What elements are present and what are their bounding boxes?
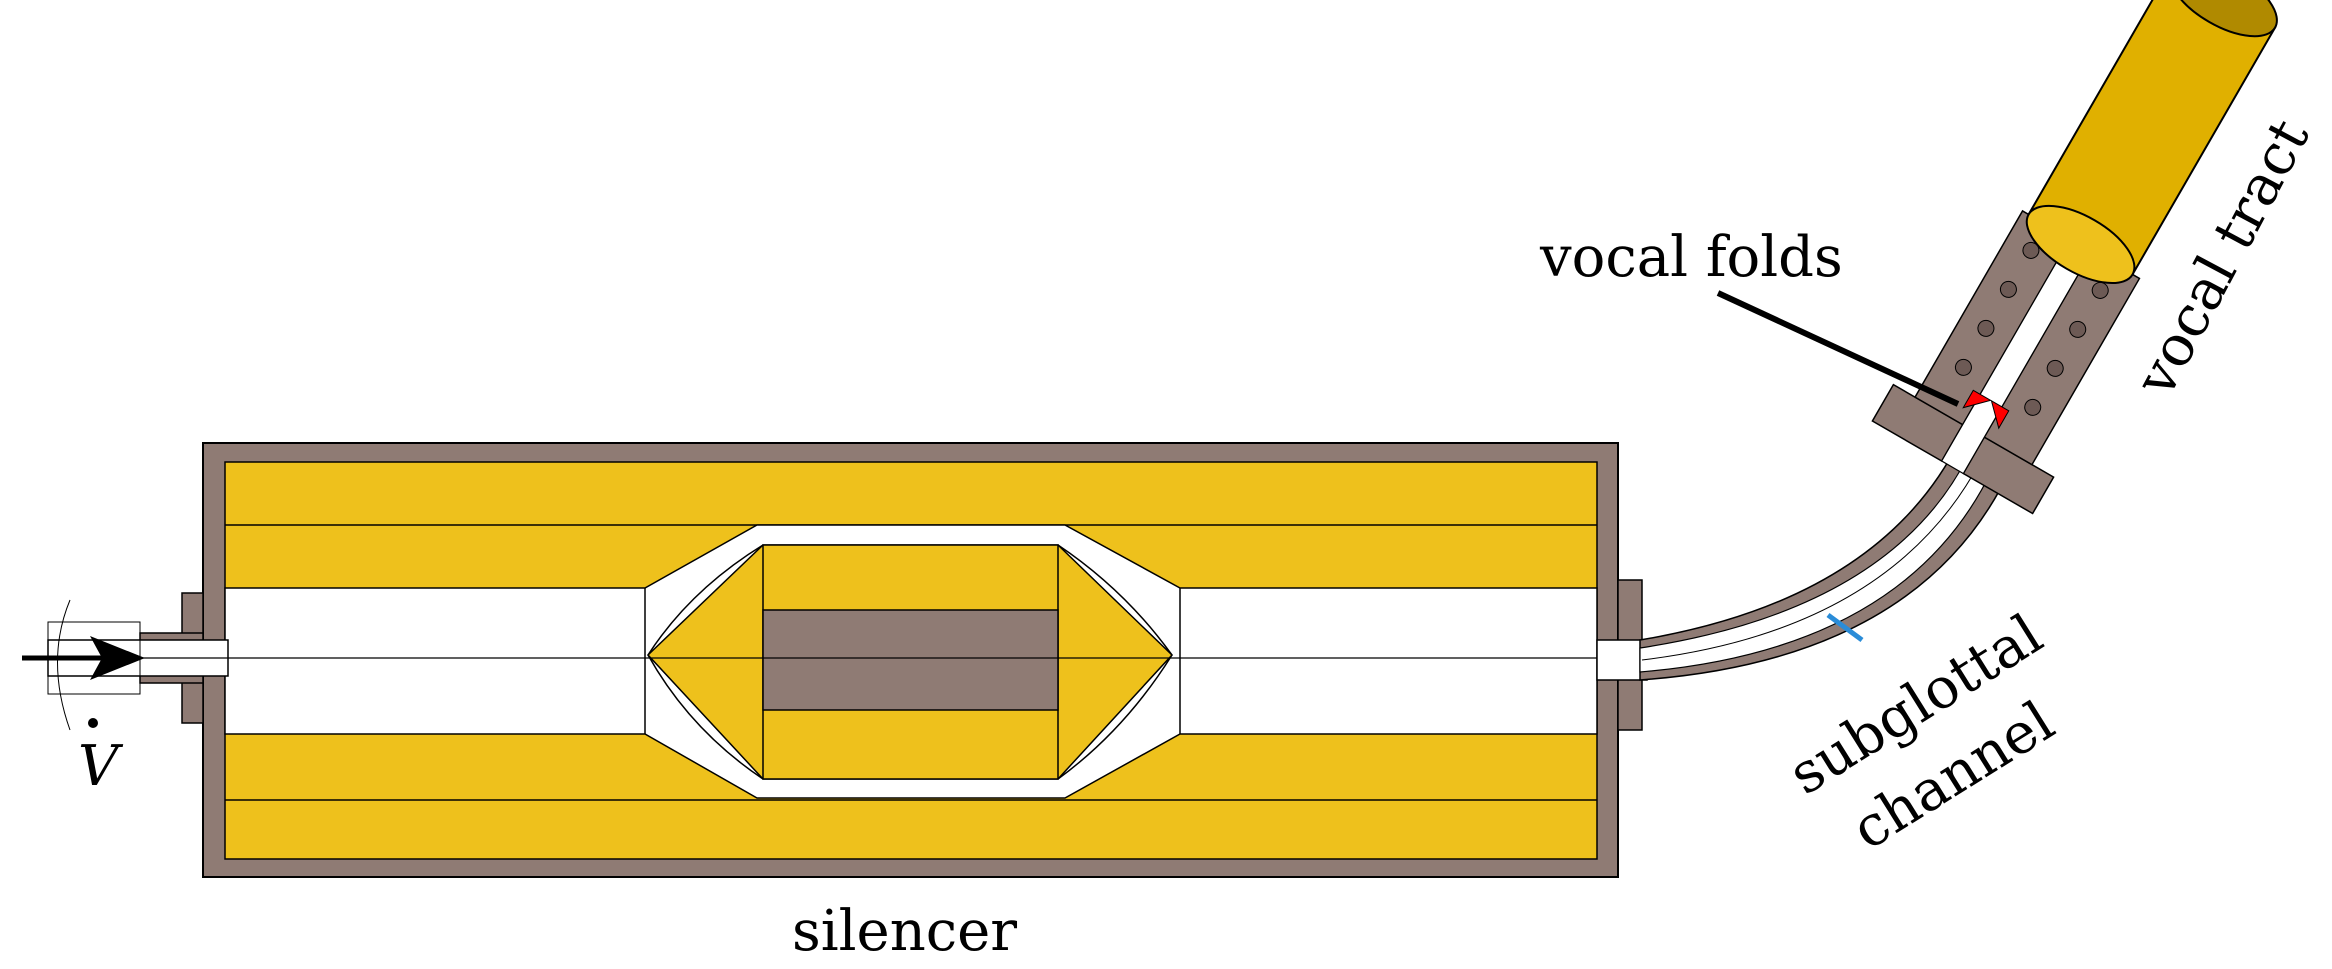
- label-silencer: silencer: [792, 899, 1017, 964]
- subglottal-channel: [1639, 438, 2011, 681]
- outlet-pipe: [1596, 579, 1648, 731]
- center-core: [762, 609, 1059, 711]
- flow-arrow: [22, 636, 145, 680]
- vocal-tract-top: [2168, 0, 2278, 38]
- vocal-folds: [1962, 389, 2010, 430]
- larynx-assembly: [1871, 0, 2278, 515]
- vocal-tract-bottom: [2025, 204, 2136, 285]
- vocal-folds-pointer: [1716, 290, 1960, 407]
- flow-rate-dot: [88, 718, 98, 728]
- silencer: [202, 442, 1619, 878]
- flow-rate-symbol: V: [78, 734, 124, 799]
- label-vocal-folds: vocal folds: [1539, 225, 1843, 290]
- channel-wall-accent: [1826, 612, 1864, 643]
